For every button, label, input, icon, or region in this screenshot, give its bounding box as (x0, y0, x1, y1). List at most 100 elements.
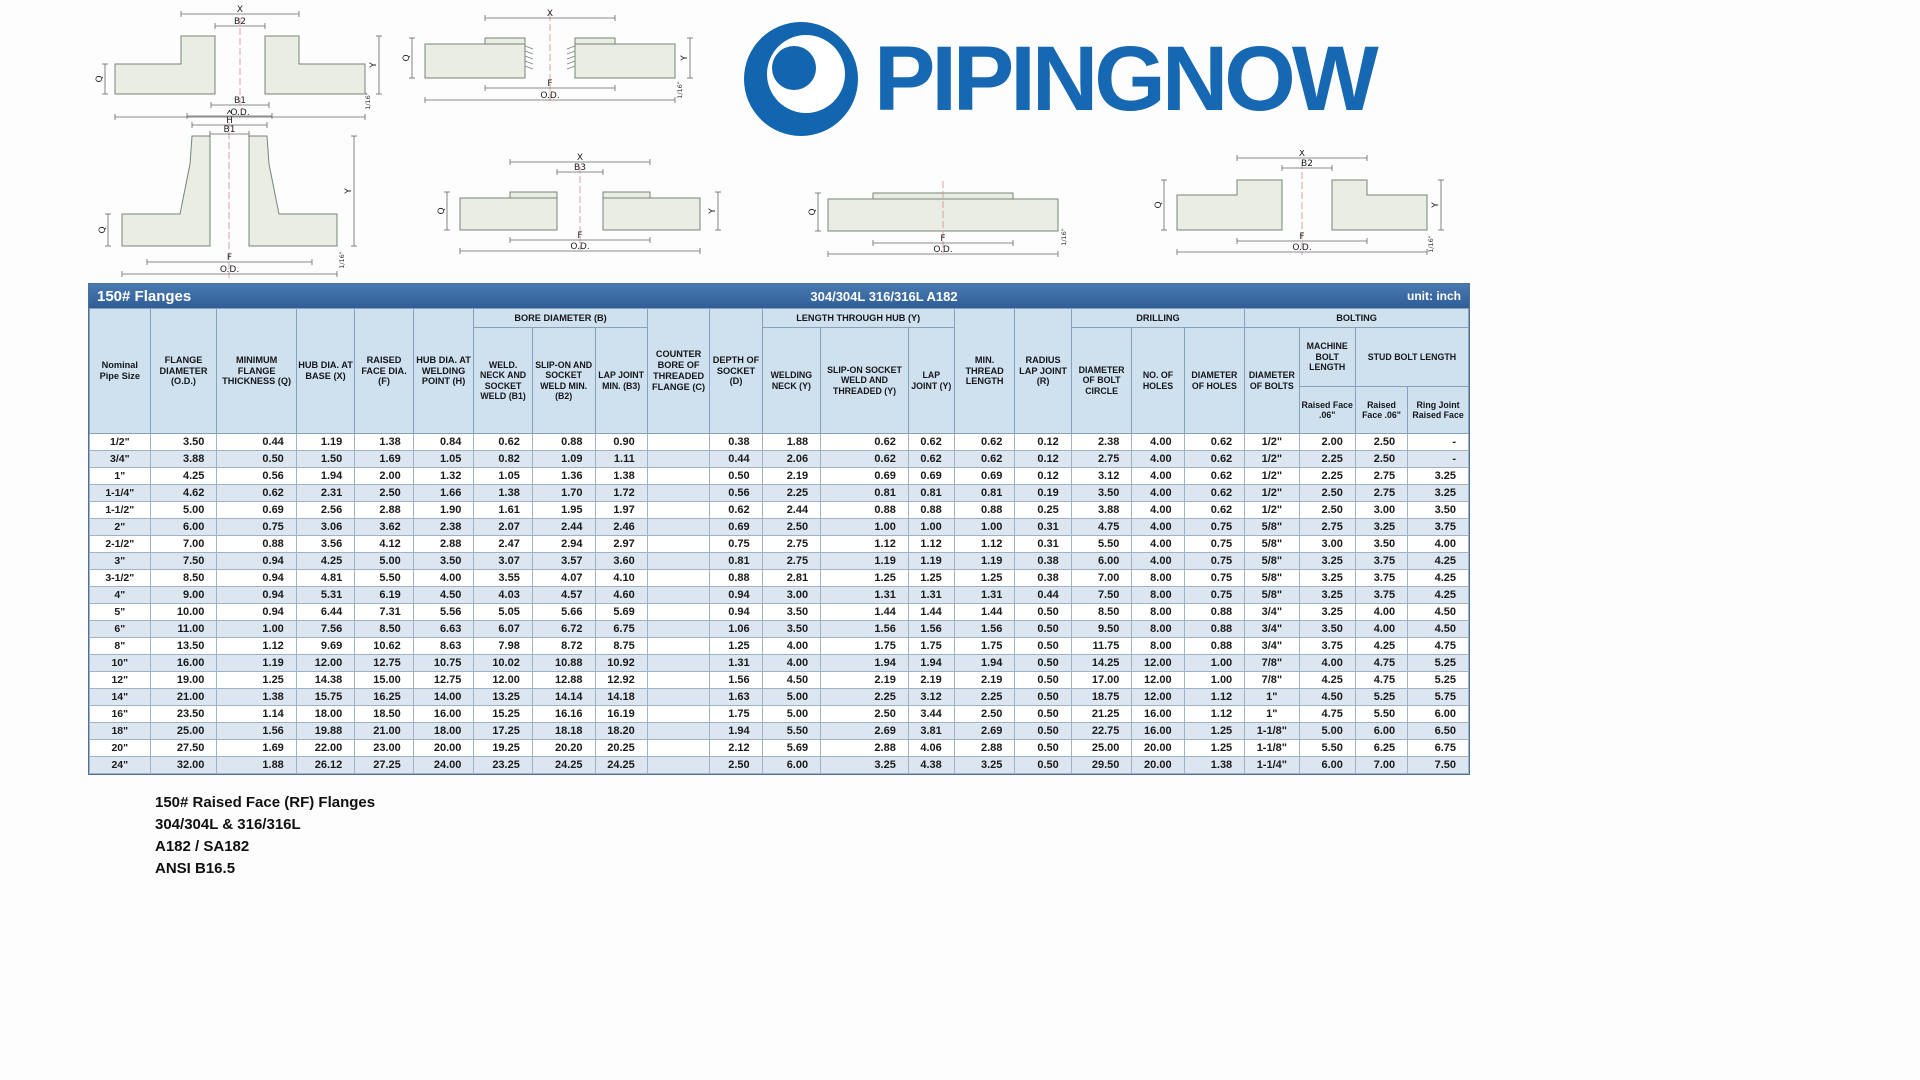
value-cell: 5/8" (1244, 552, 1300, 570)
value-cell (646, 654, 711, 672)
value-cell: 1.05 (412, 450, 475, 468)
value-cell: 2.00 (354, 467, 414, 485)
value-cell: 1.31 (709, 654, 763, 672)
value-cell: 20.00 (1131, 739, 1185, 757)
value-cell: 1.36 (531, 467, 596, 485)
value-cell: 4.00 (1131, 501, 1185, 519)
col-header-dia-of-holes: DIAMETER OF HOLES (1183, 327, 1246, 434)
value-cell: 23.25 (473, 756, 533, 774)
value-cell: 1.12 (907, 535, 955, 553)
dim-label: X (1299, 150, 1305, 159)
value-cell: 0.69 (709, 518, 763, 536)
value-cell: 17.00 (1070, 671, 1133, 689)
value-cell: 0.94 (216, 603, 297, 621)
value-cell: 1.44 (953, 603, 1016, 621)
value-cell: 8.63 (412, 637, 475, 655)
value-cell: 1.56 (709, 671, 763, 689)
value-cell: 17.25 (473, 722, 533, 740)
dim-label: F (1299, 232, 1304, 242)
value-cell: 1.25 (216, 671, 297, 689)
value-cell: 6.00 (761, 756, 822, 774)
col-header-stud-bolt-length: STUD BOLT LENGTH (1354, 327, 1470, 387)
value-cell: 1.94 (953, 654, 1016, 672)
value-cell: 10.75 (412, 654, 475, 672)
value-cell: 2.38 (1070, 433, 1133, 451)
value-cell: 19.88 (295, 722, 356, 740)
value-cell: 3.75 (1354, 569, 1409, 587)
value-cell: 4.75 (1298, 705, 1356, 723)
value-cell: 8.50 (1070, 603, 1133, 621)
pipe-size-cell: 1" (89, 467, 151, 485)
value-cell: 6.50 (1407, 722, 1469, 740)
dim-label: O.D. (570, 242, 589, 252)
value-cell: 3.62 (354, 518, 414, 536)
value-cell: 7.50 (1070, 586, 1133, 604)
value-cell: 2.88 (412, 535, 475, 553)
value-cell: 3.00 (761, 586, 822, 604)
value-cell: 12.00 (1131, 688, 1185, 706)
value-cell: 3.88 (1070, 501, 1133, 519)
sub-header-stud-raised-face: Raised Face .06" (1354, 386, 1409, 434)
value-cell: 2.19 (907, 671, 955, 689)
value-cell: 2.97 (594, 535, 648, 553)
value-cell: 0.75 (216, 518, 297, 536)
value-cell: 2.75 (761, 535, 822, 553)
value-cell: 4.25 (1407, 552, 1469, 570)
value-cell: 1.38 (473, 484, 533, 502)
value-cell: 4.25 (1354, 637, 1409, 655)
value-cell: 5.00 (354, 552, 414, 570)
value-cell: 0.62 (907, 450, 955, 468)
value-cell: 1.12 (820, 535, 909, 553)
value-cell: 0.75 (709, 535, 763, 553)
value-cell: 18.00 (412, 722, 475, 740)
value-cell (646, 637, 711, 655)
value-cell: 0.69 (907, 467, 955, 485)
value-cell: 4.00 (1131, 535, 1185, 553)
value-cell: 20.00 (1131, 756, 1185, 774)
value-cell (646, 705, 711, 723)
value-cell: 2.25 (1298, 450, 1356, 468)
value-cell: 0.62 (1183, 467, 1246, 485)
value-cell: 1/2" (1244, 484, 1300, 502)
table-title-band: 150# Flanges 304/304L 316/316L A182 unit… (89, 284, 1469, 308)
dim-label: B1 (234, 96, 246, 106)
blind-flange-drawing: FO.D.Q1/16" (808, 181, 1068, 257)
value-cell: 0.62 (1183, 501, 1246, 519)
value-cell: 4.00 (1131, 518, 1185, 536)
value-cell: 3.44 (907, 705, 955, 723)
value-cell: 0.88 (216, 535, 297, 553)
dim-label: F (227, 253, 232, 263)
value-cell: 2.25 (1298, 467, 1356, 485)
value-cell: 4.00 (1407, 535, 1469, 553)
value-cell: 3.60 (594, 552, 648, 570)
dim-label: Q (808, 208, 818, 215)
value-cell: 13.50 (149, 637, 218, 655)
value-cell: 2.75 (1298, 518, 1356, 536)
value-cell: 25.00 (1070, 739, 1133, 757)
value-cell: 1.94 (820, 654, 909, 672)
value-cell: 1.38 (1183, 756, 1246, 774)
value-cell: 0.88 (953, 501, 1016, 519)
pipe-size-cell: 12" (89, 671, 151, 689)
value-cell: 1.12 (216, 637, 297, 655)
value-cell: 0.82 (473, 450, 533, 468)
value-cell: 6.75 (594, 620, 648, 638)
value-cell: 3.50 (1354, 535, 1409, 553)
value-cell: 3.50 (412, 552, 475, 570)
value-cell (646, 688, 711, 706)
pipe-size-cell: 5" (89, 603, 151, 621)
value-cell: 4.50 (761, 671, 822, 689)
col-header-depth-of-socket: DEPTH OF SOCKET (D) (709, 308, 763, 434)
footer-line-3: A182 / SA182 (155, 838, 250, 855)
value-cell: 0.38 (709, 433, 763, 451)
value-cell: 22.75 (1070, 722, 1133, 740)
value-cell: 2.50 (1298, 501, 1356, 519)
dim-note-label: 1/16" (1060, 228, 1068, 246)
value-cell: 1.56 (216, 722, 297, 740)
value-cell: 2.56 (295, 501, 356, 519)
